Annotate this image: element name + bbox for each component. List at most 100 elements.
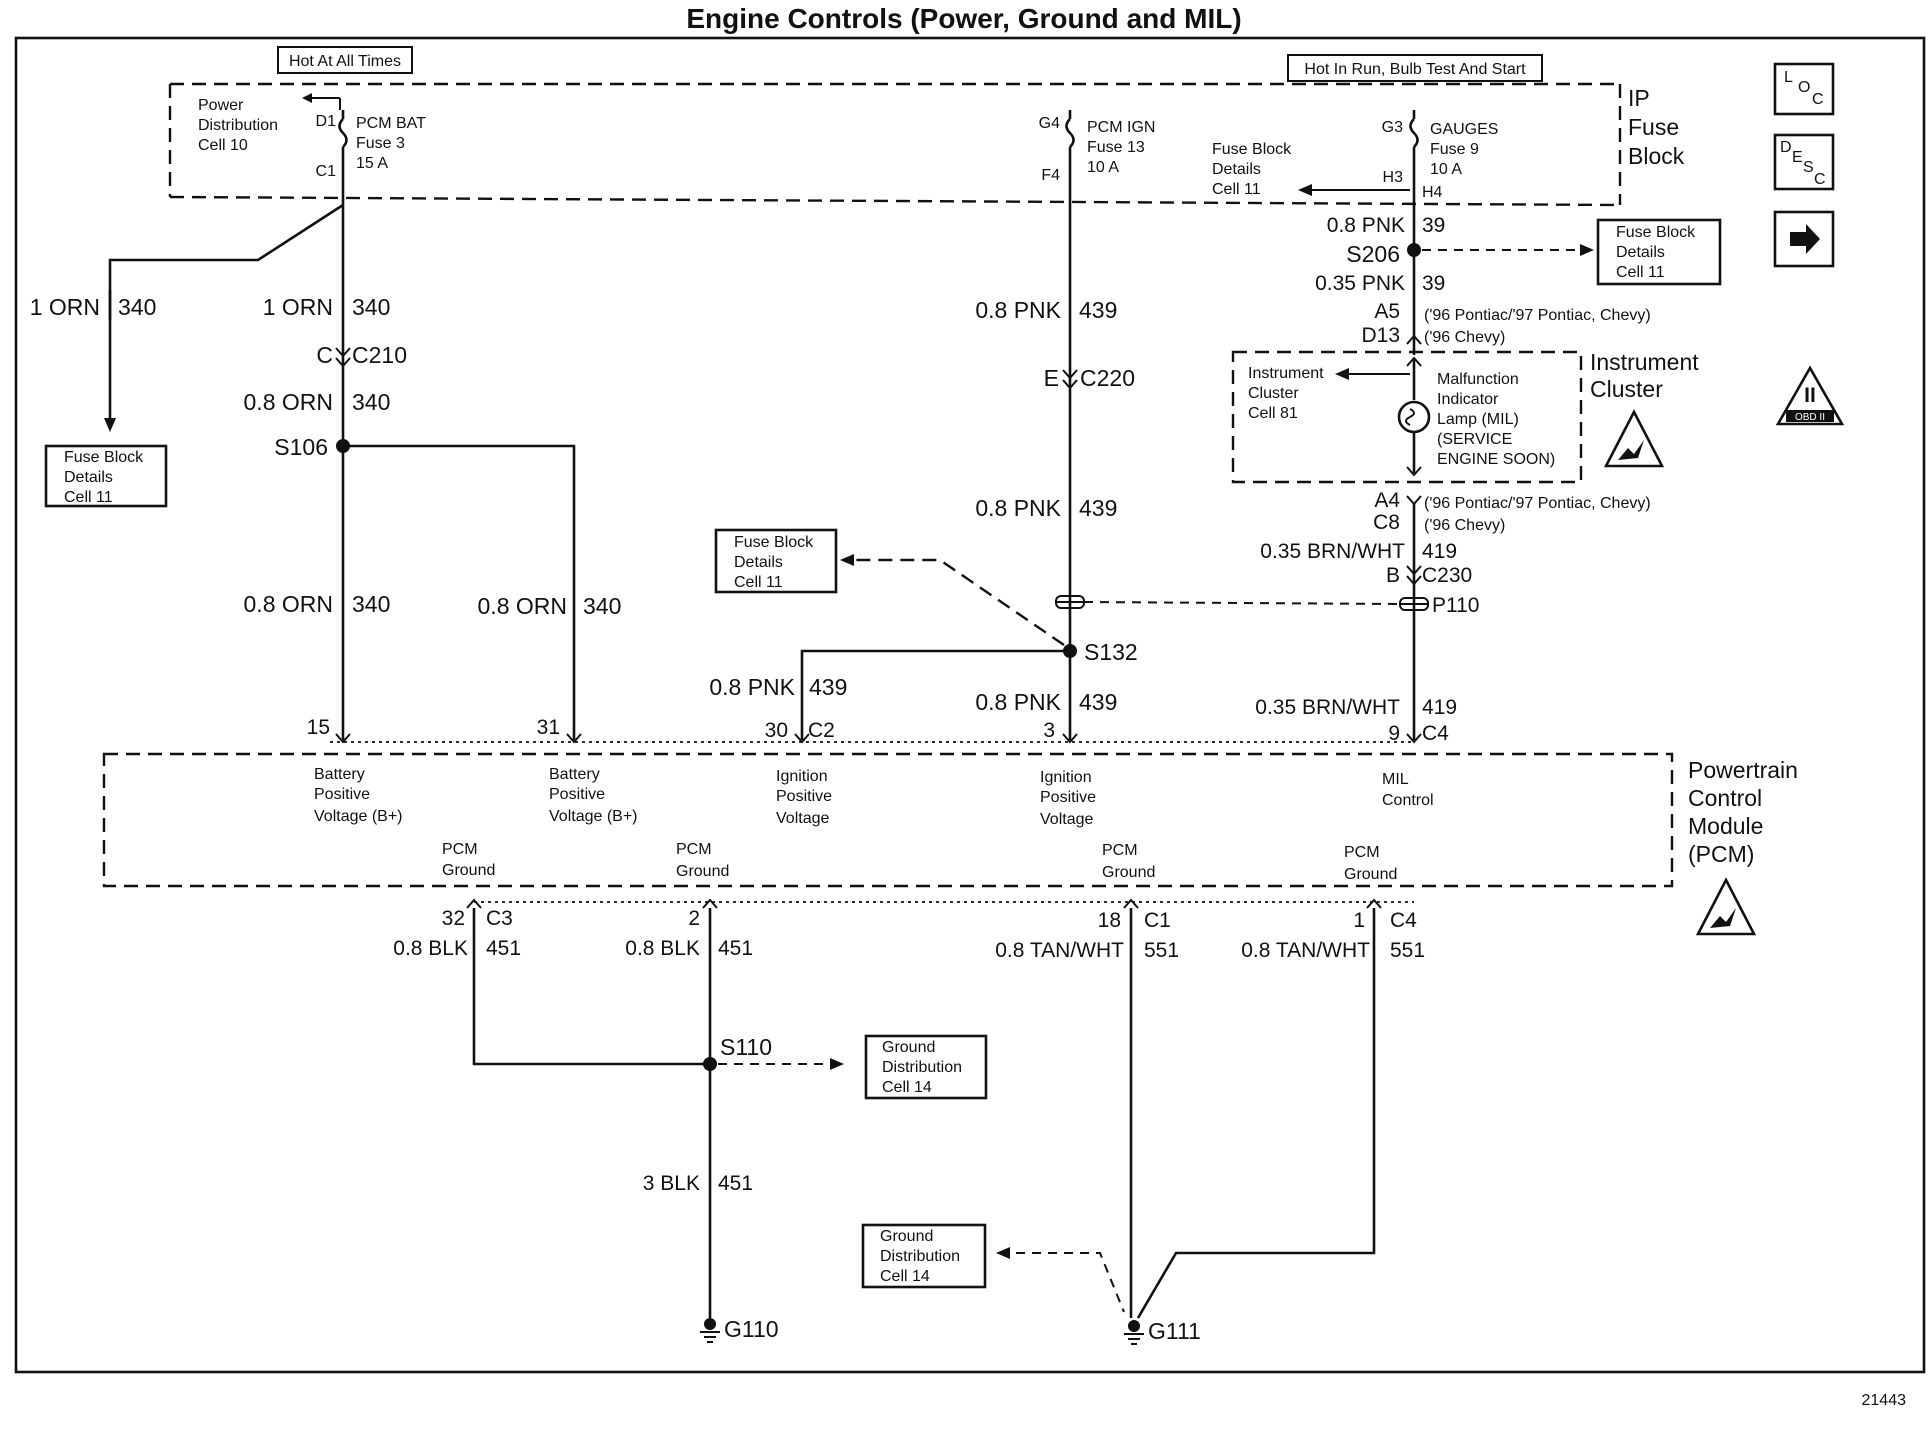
svg-text:Details: Details: [1212, 161, 1261, 178]
svg-text:Hot In Run, Bulb Test And Star: Hot In Run, Bulb Test And Start: [1304, 61, 1526, 78]
connector-c220-icon: [1062, 369, 1078, 390]
svg-text:Cell 81: Cell 81: [1248, 405, 1298, 422]
svg-text:0.8 BLK: 0.8 BLK: [625, 937, 700, 960]
svg-text:C3: C3: [486, 907, 513, 930]
svg-text:451: 451: [486, 937, 521, 960]
svg-text:Cluster: Cluster: [1590, 376, 1663, 402]
svg-text:Battery: Battery: [314, 766, 365, 783]
svg-text:Power: Power: [198, 97, 244, 114]
svg-text:Control: Control: [1688, 785, 1762, 811]
svg-text:Cell 11: Cell 11: [1212, 181, 1261, 198]
fuse-icon: [1065, 118, 1075, 148]
fuse-icon: [1409, 118, 1419, 148]
esd-warning-icon: [1603, 409, 1665, 468]
svg-text:Fuse 3: Fuse 3: [356, 135, 405, 152]
circuit-39: 0.8 PNK 39 S206 0.35 PNK 39 A5 ('96 Pont…: [1315, 214, 1651, 347]
svg-text:G4: G4: [1039, 115, 1060, 132]
right-arrow-icon[interactable]: [1773, 210, 1835, 268]
svg-text:Cell 11: Cell 11: [734, 574, 783, 591]
svg-text:0.35 BRN/WHT: 0.35 BRN/WHT: [1260, 540, 1405, 563]
svg-text:GAUGES: GAUGES: [1430, 121, 1498, 138]
svg-text:A4: A4: [1374, 489, 1400, 512]
fuse-pcm-bat: D1 C1 PCM BAT Fuse 3 15 A: [316, 110, 426, 740]
svg-text:H4: H4: [1422, 184, 1443, 201]
ground-g110: G110: [700, 1316, 779, 1343]
svg-text:3 BLK: 3 BLK: [643, 1172, 700, 1195]
connector-a5-icon: [1406, 334, 1422, 345]
ground-g111: G111: [1124, 1318, 1201, 1345]
ground-icon: [1124, 1333, 1144, 1345]
svg-text:Cell 10: Cell 10: [198, 137, 248, 154]
svg-text:340: 340: [352, 591, 390, 617]
svg-text:Cell 11: Cell 11: [1616, 264, 1665, 281]
svg-text:PCM: PCM: [442, 841, 478, 858]
arrow-right-icon: [830, 1058, 844, 1070]
ref-fuse-block-mid: Fuse Block Details Cell 11: [714, 528, 838, 594]
arrow-left-icon: [1298, 184, 1312, 196]
svg-text:39: 39: [1422, 272, 1445, 295]
svg-text:340: 340: [352, 389, 390, 415]
svg-text:B: B: [1386, 564, 1400, 587]
hot-at-all-times-label: Hot At All Times: [277, 46, 413, 74]
svg-text:Cluster: Cluster: [1248, 385, 1299, 402]
svg-text:C230: C230: [1422, 564, 1472, 587]
arrow-right-icon: [1580, 244, 1594, 256]
svg-text:Positive: Positive: [549, 786, 605, 803]
svg-text:340: 340: [118, 294, 156, 320]
svg-text:Ground: Ground: [882, 1039, 935, 1056]
svg-text:Voltage: Voltage: [1040, 811, 1093, 828]
svg-text:0.35 BRN/WHT: 0.35 BRN/WHT: [1255, 696, 1400, 719]
svg-text:9: 9: [1388, 722, 1400, 745]
power-distribution-ref: Power Distribution Cell 10: [198, 93, 341, 154]
svg-text:Block: Block: [1628, 143, 1685, 169]
fuse-icon: [338, 118, 348, 148]
svg-text:Details: Details: [64, 469, 113, 486]
svg-text:Indicator: Indicator: [1437, 391, 1499, 408]
desc-icon[interactable]: D E S C: [1773, 133, 1835, 191]
svg-text:0.35 PNK: 0.35 PNK: [1315, 272, 1405, 295]
loc-icon[interactable]: L O C: [1773, 62, 1835, 116]
fuse-block-enclosure: [168, 82, 1622, 207]
svg-text:451: 451: [718, 1172, 753, 1195]
svg-text:30: 30: [765, 719, 788, 742]
svg-text:1: 1: [1353, 909, 1365, 932]
svg-text:Ground: Ground: [1102, 864, 1155, 881]
svg-text:0.8 BLK: 0.8 BLK: [393, 937, 468, 960]
arrow-left-icon: [840, 554, 854, 566]
svg-text:Fuse Block: Fuse Block: [734, 534, 814, 551]
svg-text:Cell 11: Cell 11: [64, 489, 113, 506]
svg-text:Fuse: Fuse: [1628, 114, 1679, 140]
svg-text:39: 39: [1422, 214, 1445, 237]
svg-text:0.8 ORN: 0.8 ORN: [244, 591, 333, 617]
svg-text:Fuse Block: Fuse Block: [64, 449, 144, 466]
svg-text:C: C: [316, 342, 333, 368]
svg-text:439: 439: [809, 674, 847, 700]
svg-text:S206: S206: [1346, 241, 1400, 267]
circuit-340: 1 ORN 340 C C210 0.8 ORN 340 S106 0.8 OR…: [244, 294, 621, 740]
arrow-left-icon: [302, 93, 312, 103]
svg-text:Powertrain: Powertrain: [1688, 757, 1798, 783]
connector-a4-icon: [1406, 495, 1422, 506]
svg-text:(PCM): (PCM): [1688, 841, 1754, 867]
svg-text:E: E: [1044, 365, 1059, 391]
svg-text:C: C: [1814, 171, 1826, 188]
svg-text:0.8 TAN/WHT: 0.8 TAN/WHT: [1241, 939, 1370, 962]
svg-text:18: 18: [1098, 909, 1121, 932]
svg-text:0.8 ORN: 0.8 ORN: [244, 389, 333, 415]
svg-text:Ignition: Ignition: [776, 768, 828, 785]
svg-text:439: 439: [1079, 297, 1117, 323]
svg-text:C1: C1: [316, 163, 337, 180]
svg-text:Positive: Positive: [314, 786, 370, 803]
svg-text:Fuse Block: Fuse Block: [1616, 224, 1696, 241]
ground-circuits: 32 C3 2 18 C1 1 C4 0.8 BLK 451 0.8 BLK 4…: [393, 898, 1425, 1319]
svg-text:Positive: Positive: [1040, 789, 1096, 806]
svg-text:Details: Details: [1616, 244, 1665, 261]
svg-text:Distribution: Distribution: [198, 117, 278, 134]
svg-text:Fuse 9: Fuse 9: [1430, 141, 1479, 158]
svg-text:439: 439: [1079, 495, 1117, 521]
svg-text:Cell 14: Cell 14: [880, 1268, 930, 1285]
svg-text:340: 340: [352, 294, 390, 320]
svg-text:C210: C210: [352, 342, 407, 368]
arrow-left-icon: [996, 1247, 1010, 1259]
